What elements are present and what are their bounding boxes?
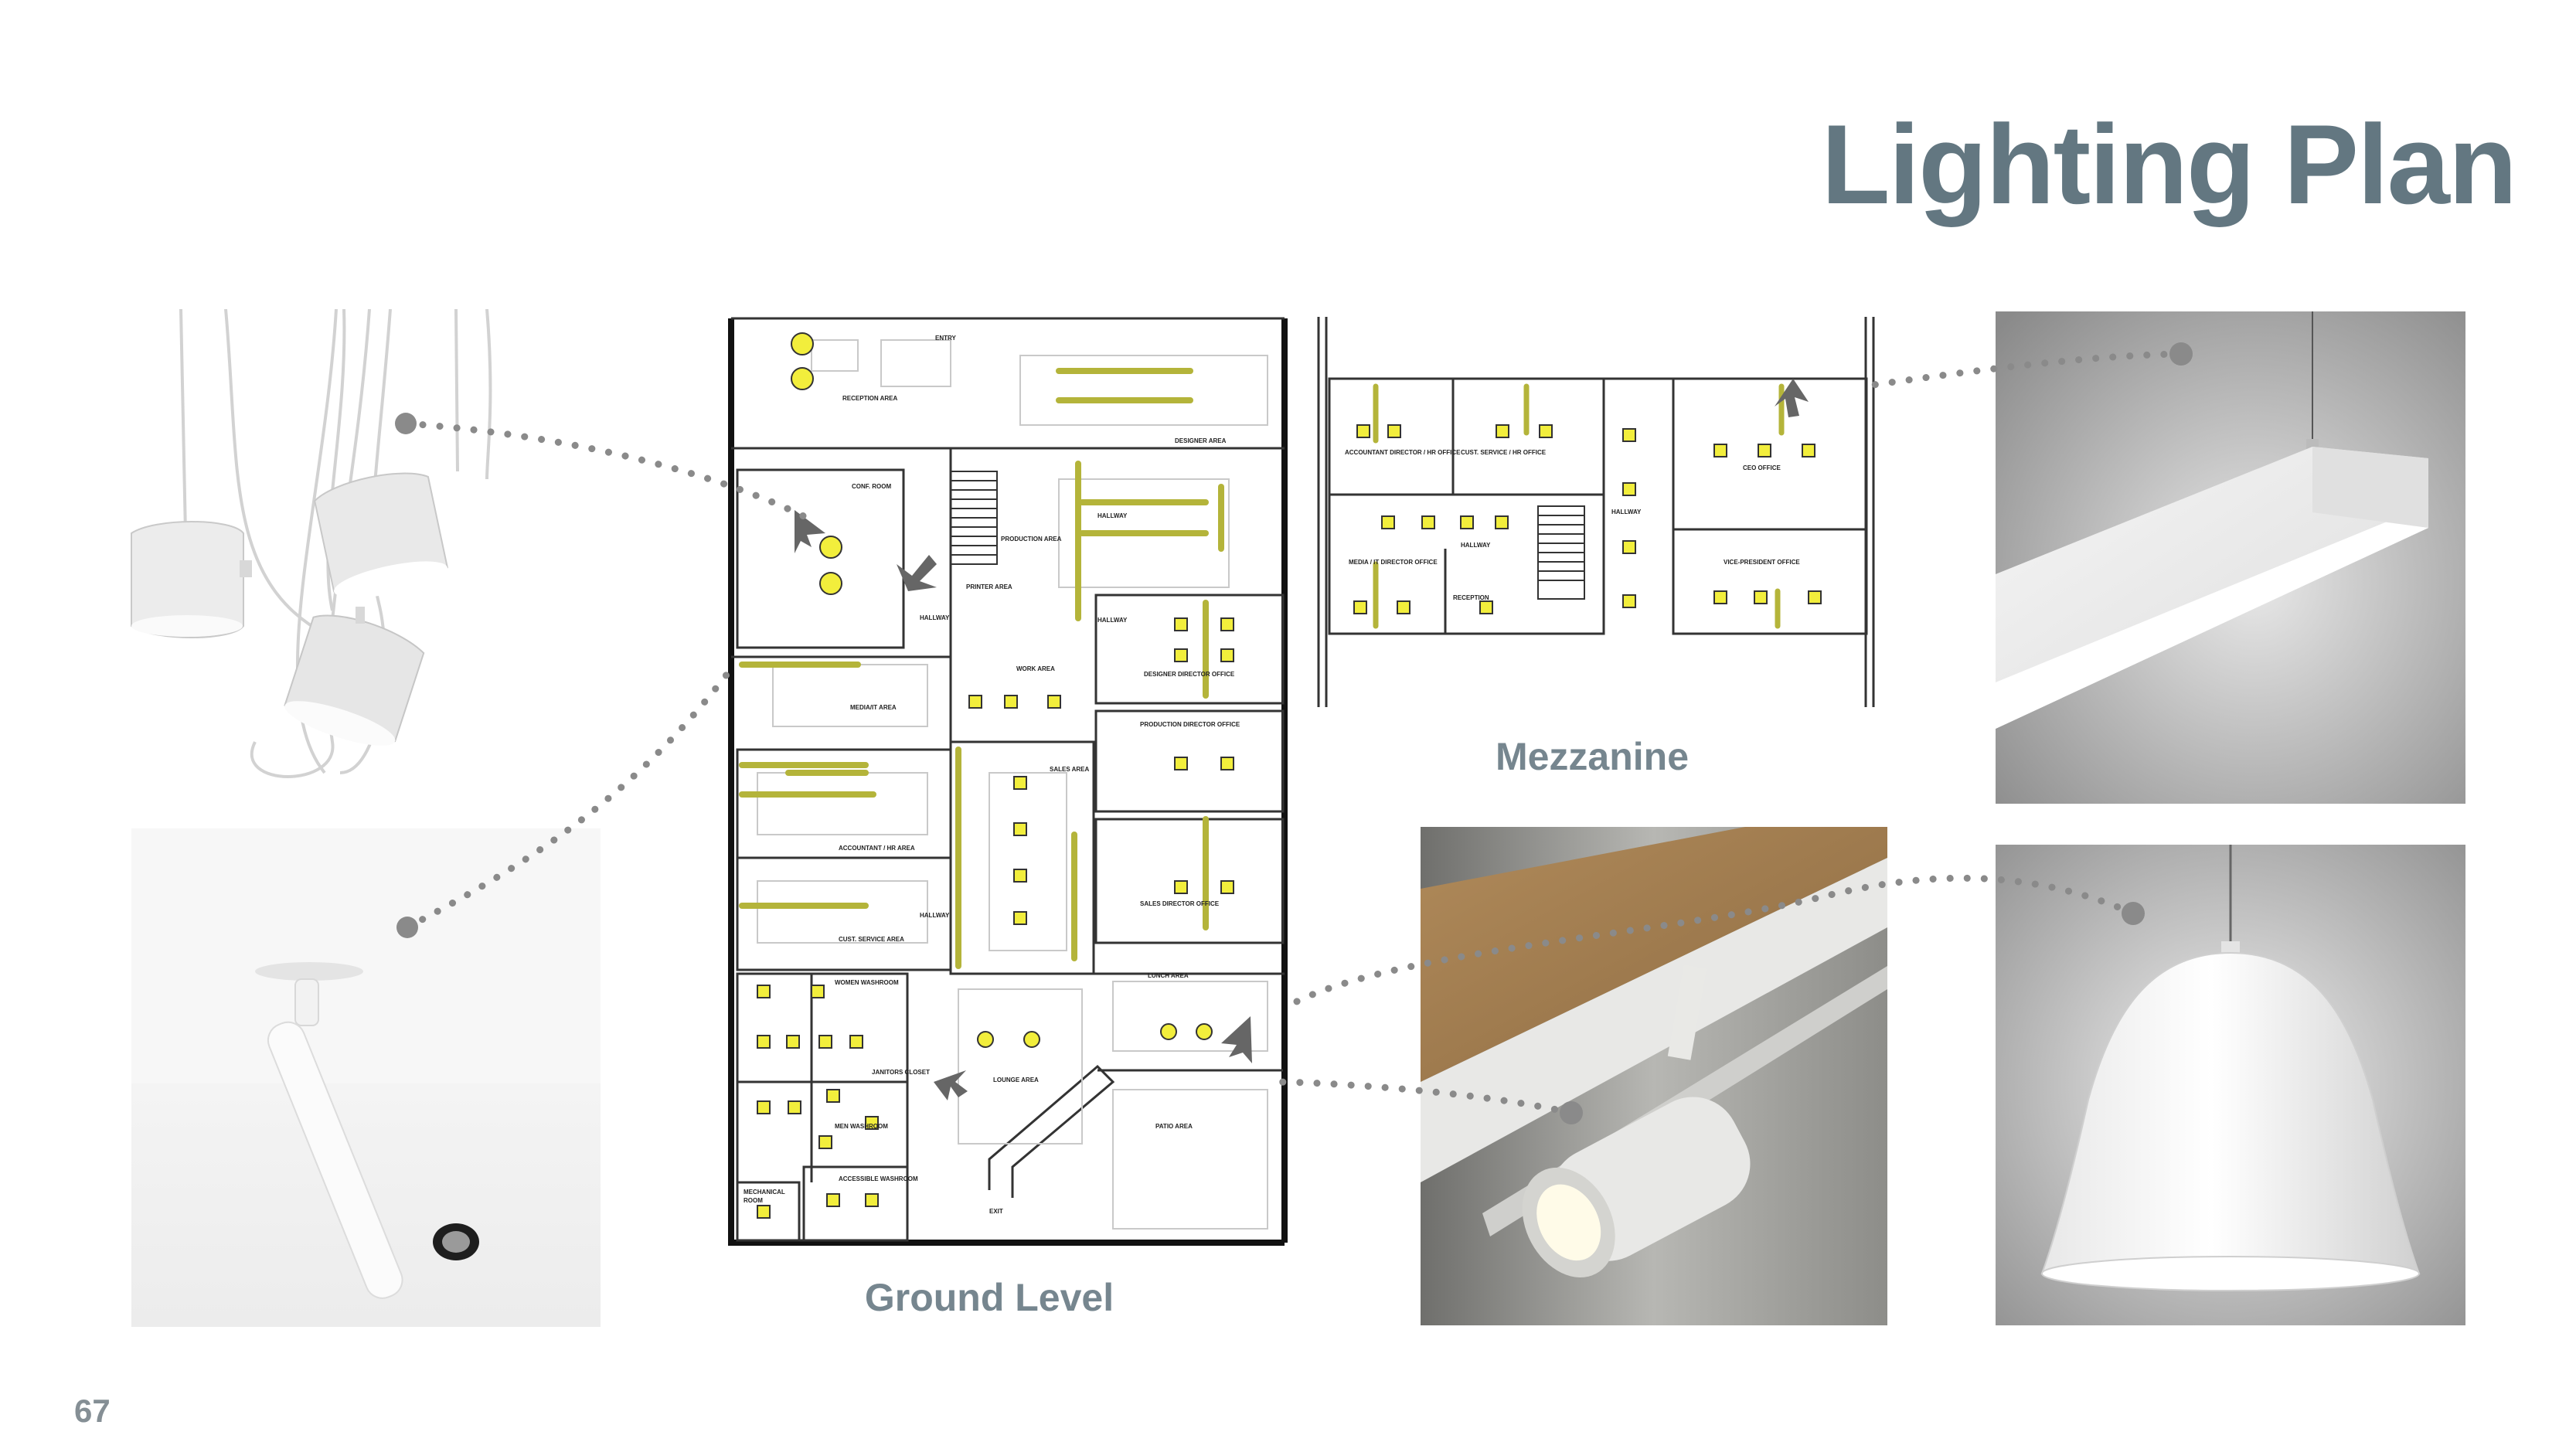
- svg-text:MECHANICAL: MECHANICAL: [744, 1189, 785, 1196]
- svg-text:HALLWAY: HALLWAY: [1611, 509, 1642, 515]
- ground-level-floor-plan: ENTRY RECEPTION AREA DESIGNER AREA CONF.…: [727, 309, 1291, 1248]
- svg-text:CUST. SERVICE / HR OFFICE: CUST. SERVICE / HR OFFICE: [1461, 449, 1547, 456]
- svg-text:ROOM: ROOM: [744, 1197, 763, 1204]
- svg-text:ENTRY: ENTRY: [935, 335, 956, 342]
- svg-text:ACCOUNTANT DIRECTOR / HR OFFIC: ACCOUNTANT DIRECTOR / HR OFFICE: [1345, 449, 1461, 456]
- svg-text:PRINTER AREA: PRINTER AREA: [966, 583, 1012, 590]
- mezzanine-label: Mezzanine: [1495, 735, 1690, 778]
- ground-level-label: Ground Level: [864, 1276, 1114, 1319]
- svg-text:HALLWAY: HALLWAY: [920, 912, 950, 919]
- svg-text:PRODUCTION AREA: PRODUCTION AREA: [1001, 536, 1062, 543]
- svg-text:HALLWAY: HALLWAY: [920, 614, 950, 621]
- svg-text:HALLWAY: HALLWAY: [1461, 542, 1491, 549]
- svg-text:PRODUCTION DIRECTOR OFFICE: PRODUCTION DIRECTOR OFFICE: [1140, 721, 1240, 728]
- svg-text:LOUNGE AREA: LOUNGE AREA: [993, 1077, 1039, 1083]
- page-number: 67: [74, 1393, 111, 1429]
- svg-text:MEN WASHROOM: MEN WASHROOM: [835, 1123, 888, 1130]
- pendant-cluster-photo: [124, 309, 587, 804]
- svg-text:SALES DIRECTOR OFFICE: SALES DIRECTOR OFFICE: [1140, 900, 1220, 907]
- linear-light-photo: [1996, 311, 2465, 804]
- svg-text:DESIGNER AREA: DESIGNER AREA: [1175, 437, 1227, 444]
- svg-text:SALES AREA: SALES AREA: [1050, 766, 1089, 773]
- svg-text:CUST. SERVICE AREA: CUST. SERVICE AREA: [839, 936, 904, 943]
- svg-text:CONF. ROOM: CONF. ROOM: [852, 483, 891, 490]
- svg-text:LUNCH AREA: LUNCH AREA: [1148, 972, 1189, 979]
- svg-text:VICE-PRESIDENT OFFICE: VICE-PRESIDENT OFFICE: [1724, 559, 1800, 566]
- svg-text:PATIO AREA: PATIO AREA: [1155, 1123, 1193, 1130]
- track-spotlight-photo: [1421, 827, 1887, 1325]
- svg-text:ACCESSIBLE WASHROOM: ACCESSIBLE WASHROOM: [839, 1175, 918, 1182]
- svg-text:RECEPTION: RECEPTION: [1453, 594, 1489, 601]
- slide-title: Lighting Plan: [1821, 101, 2517, 227]
- svg-text:DESIGNER DIRECTOR OFFICE: DESIGNER DIRECTOR OFFICE: [1144, 671, 1235, 678]
- svg-text:EXIT: EXIT: [989, 1208, 1003, 1215]
- svg-text:HALLWAY: HALLWAY: [1097, 617, 1128, 624]
- svg-text:WOMEN WASHROOM: WOMEN WASHROOM: [835, 979, 899, 986]
- svg-text:WORK AREA: WORK AREA: [1016, 665, 1055, 672]
- recessed-spotlight-photo: [131, 828, 601, 1327]
- svg-text:CEO OFFICE: CEO OFFICE: [1743, 464, 1781, 471]
- svg-text:ACCOUNTANT / HR AREA: ACCOUNTANT / HR AREA: [839, 845, 915, 852]
- bell-pendant-photo: [1996, 845, 2465, 1325]
- svg-text:RECEPTION AREA: RECEPTION AREA: [842, 395, 897, 402]
- svg-text:JANITORS CLOSET: JANITORS CLOSET: [872, 1069, 930, 1076]
- svg-text:MEDIA / IT DIRECTOR OFFICE: MEDIA / IT DIRECTOR OFFICE: [1349, 559, 1438, 566]
- svg-text:HALLWAY: HALLWAY: [1097, 512, 1128, 519]
- svg-text:MEDIA/IT AREA: MEDIA/IT AREA: [850, 704, 897, 711]
- mezzanine-floor-plan: ACCOUNTANT DIRECTOR / HR OFFICE CUST. SE…: [1314, 317, 1878, 707]
